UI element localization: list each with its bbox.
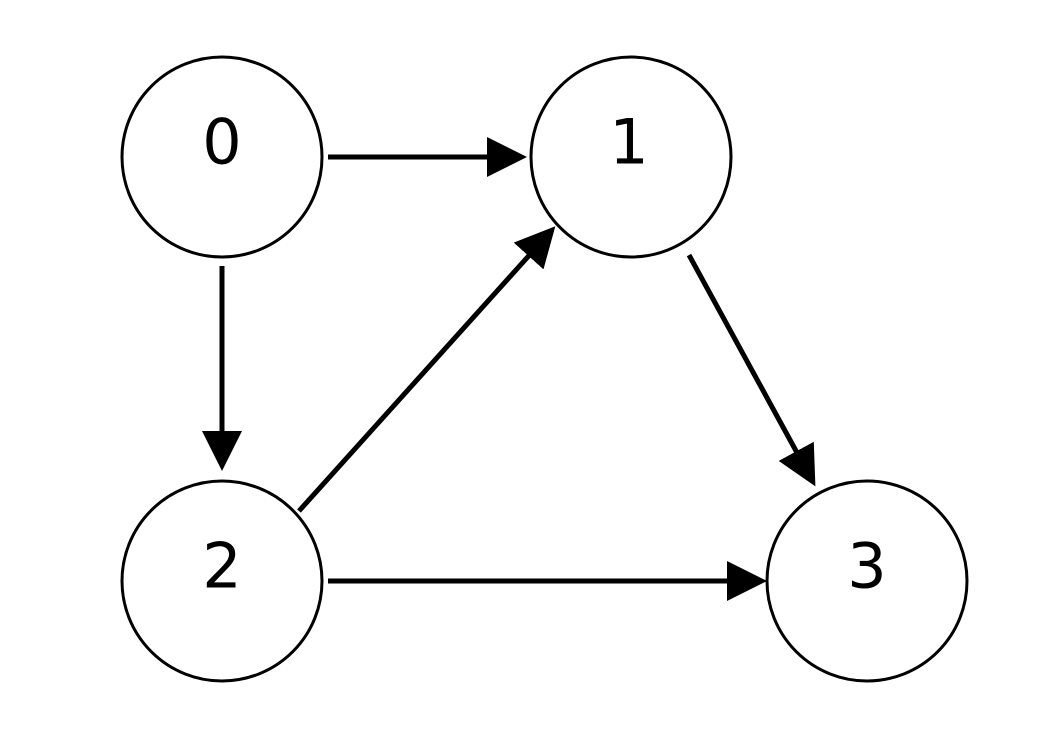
node-3-circle <box>765 479 969 683</box>
node-2-circle <box>120 479 324 683</box>
node-2-label: 2 <box>202 530 241 603</box>
node-3-label: 3 <box>847 530 886 603</box>
edge-2-to-1 <box>297 226 556 513</box>
node-1-circle <box>529 55 733 259</box>
node-1: 1 <box>529 55 733 259</box>
node-2: 2 <box>120 479 324 683</box>
edges-layer <box>202 137 816 601</box>
edge-1-to-3 <box>686 253 816 487</box>
node-1-label: 1 <box>609 106 648 179</box>
node-0: 0 <box>120 55 324 259</box>
node-0-label: 0 <box>202 106 241 179</box>
node-3: 3 <box>765 479 969 683</box>
node-0-circle <box>120 55 324 259</box>
